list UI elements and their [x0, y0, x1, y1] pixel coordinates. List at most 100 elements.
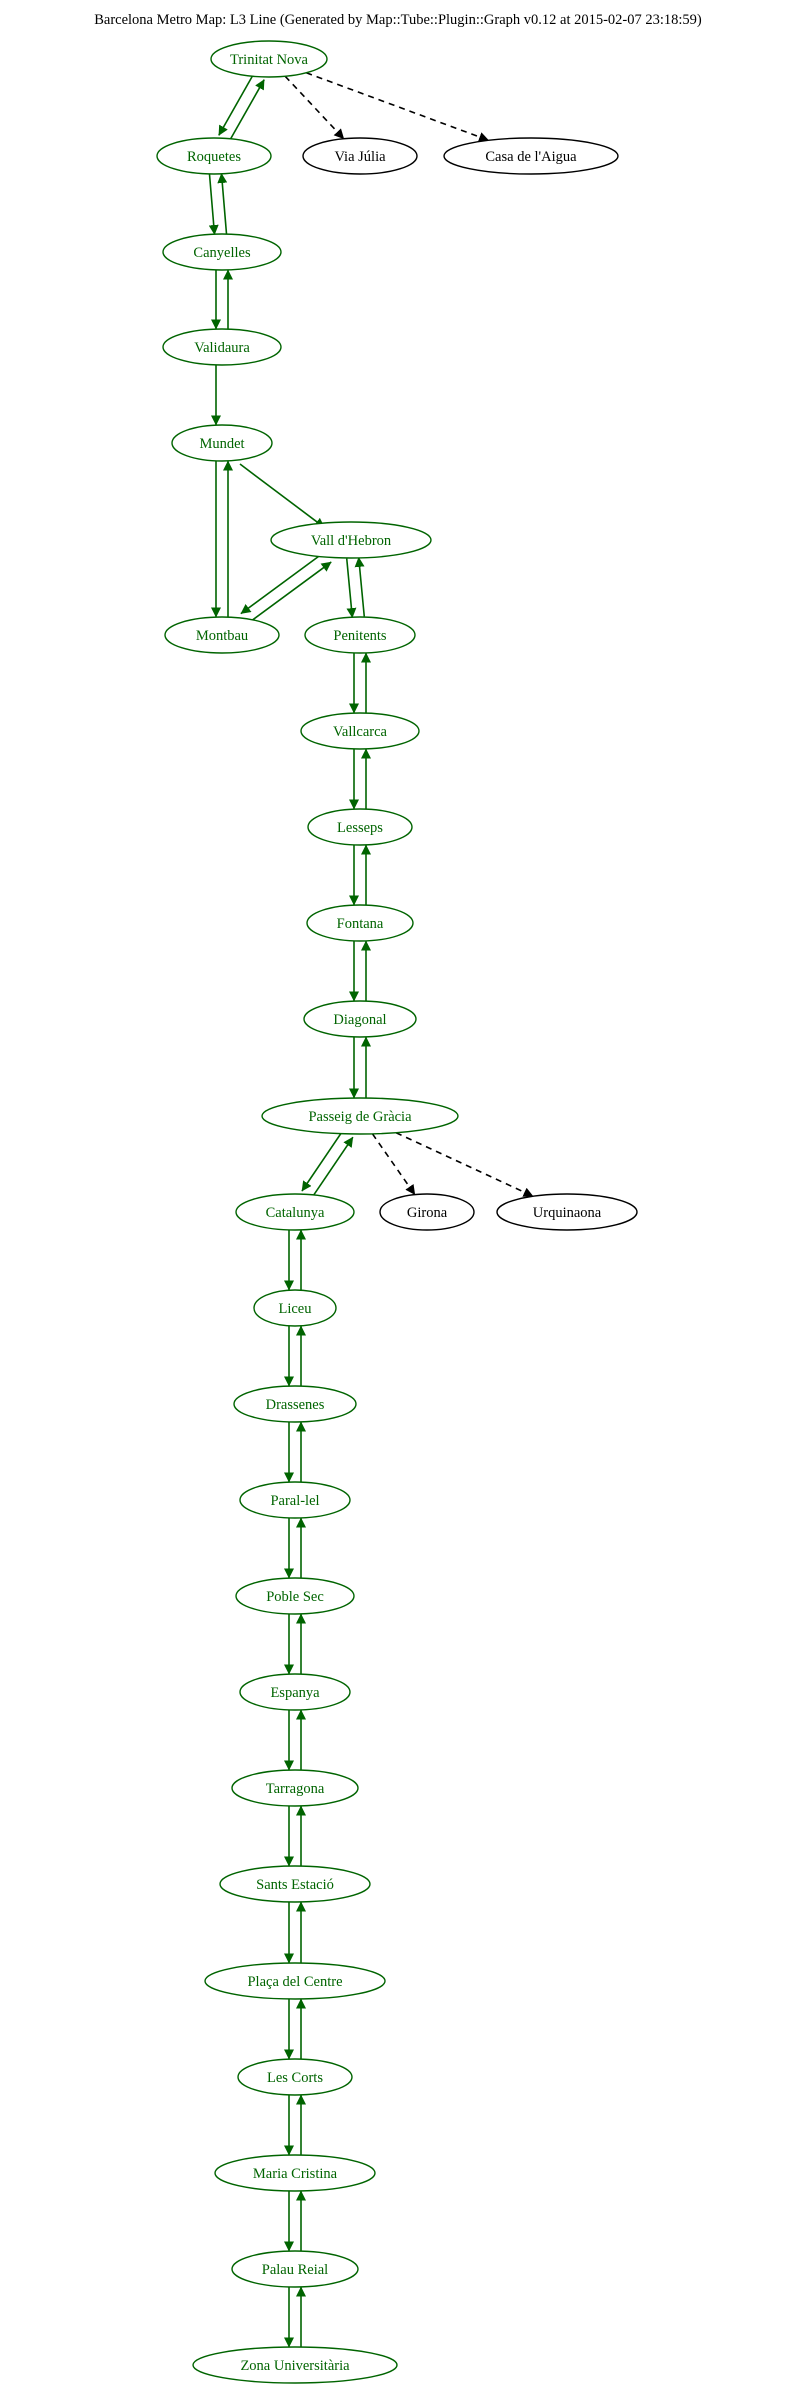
- edge-mundet-to-vall_hebron: [239, 463, 325, 529]
- station-node-diagonal: Diagonal: [303, 1000, 417, 1038]
- station-label: Urquinaona: [533, 1205, 602, 1221]
- station-ellipse: [253, 1289, 337, 1327]
- station-node-palau_reial: Palau Reial: [231, 2250, 359, 2288]
- station-ellipse: [210, 40, 328, 78]
- station-label: Penitents: [333, 628, 387, 644]
- edge-passeig_gracia-to-catalunya: [301, 1130, 344, 1192]
- station-ellipse: [204, 1962, 386, 2000]
- station-ellipse: [307, 808, 413, 846]
- station-label: Poble Sec: [266, 1589, 324, 1605]
- edge-passeig_gracia-to-girona: [371, 1133, 416, 1196]
- station-ellipse: [162, 328, 282, 366]
- station-node-mundet: Mundet: [171, 424, 273, 462]
- station-label: Espanya: [270, 1685, 320, 1701]
- station-label: Vallcarca: [333, 724, 387, 740]
- station-ellipse: [171, 424, 273, 462]
- station-node-zona_universitaria: Zona Universitària: [192, 2346, 398, 2384]
- station-label: Drassenes: [266, 1397, 325, 1413]
- station-node-drassenes: Drassenes: [233, 1385, 357, 1423]
- station-ellipse: [239, 1673, 351, 1711]
- station-label: Mundet: [199, 436, 244, 452]
- station-node-placa_centre: Plaça del Centre: [204, 1962, 386, 2000]
- station-label: Palau Reial: [262, 2262, 328, 2278]
- station-label: Tarragona: [266, 1781, 325, 1797]
- station-ellipse: [302, 137, 418, 175]
- station-label: Trinitat Nova: [230, 52, 309, 68]
- station-label: Roquetes: [187, 149, 241, 165]
- station-ellipse: [235, 1193, 355, 1231]
- station-node-tarragona: Tarragona: [231, 1769, 359, 1807]
- station-label: Validaura: [194, 340, 250, 356]
- edge-vall_hebron-to-penitents: [345, 558, 357, 619]
- station-label: Sants Estació: [256, 1877, 334, 1893]
- station-node-les_corts: Les Corts: [237, 2058, 353, 2096]
- station-ellipse: [304, 616, 416, 654]
- station-node-validaura: Validaura: [162, 328, 282, 366]
- station-node-urquinaona: Urquinaona: [496, 1193, 638, 1231]
- station-label: Les Corts: [267, 2070, 323, 2086]
- station-label: Zona Universitària: [240, 2358, 350, 2374]
- station-node-espanya: Espanya: [239, 1673, 351, 1711]
- station-label: Fontana: [337, 916, 384, 932]
- edge-roquetes-to-trinitat_nova: [228, 79, 265, 142]
- edge-trinitat_nova-to-casa_aigua: [305, 72, 490, 142]
- station-ellipse: [303, 1000, 417, 1038]
- edge-penitents-to-vall_hebron: [354, 556, 366, 617]
- station-label: Lesseps: [337, 820, 383, 836]
- station-ellipse: [164, 616, 280, 654]
- station-label: Paral-lel: [270, 1493, 319, 1509]
- station-ellipse: [496, 1193, 638, 1231]
- edge-catalunya-to-passeig_gracia: [311, 1136, 354, 1199]
- station-node-via_julia: Via Júlia: [302, 137, 418, 175]
- station-node-paral_lel: Paral-lel: [239, 1481, 351, 1519]
- station-label: Maria Cristina: [253, 2166, 338, 2182]
- edge-canyelles-to-roquetes: [217, 172, 228, 234]
- station-node-casa_aigua: Casa de l'Aigua: [443, 137, 619, 175]
- station-node-canyelles: Canyelles: [162, 233, 282, 271]
- edge-montbau-to-vall_hebron: [247, 561, 332, 624]
- station-node-trinitat_nova: Trinitat Nova: [210, 40, 328, 78]
- station-node-poble_sec: Poble Sec: [235, 1577, 355, 1615]
- station-label: Via Júlia: [334, 149, 386, 165]
- station-node-liceu: Liceu: [253, 1289, 337, 1327]
- station-node-lesseps: Lesseps: [307, 808, 413, 846]
- station-ellipse: [156, 137, 272, 175]
- station-label: Passeig de Gràcia: [308, 1109, 412, 1125]
- station-ellipse: [237, 2058, 353, 2096]
- station-label: Canyelles: [193, 245, 251, 261]
- edge-trinitat_nova-to-via_julia: [284, 75, 345, 140]
- station-label: Girona: [407, 1205, 448, 1221]
- edge-passeig_gracia-to-urquinaona: [395, 1132, 534, 1197]
- station-ellipse: [270, 521, 432, 559]
- station-label: Plaça del Centre: [247, 1974, 342, 1990]
- station-node-fontana: Fontana: [306, 904, 414, 942]
- station-node-vallcarca: Vallcarca: [300, 712, 420, 750]
- station-ellipse: [231, 1769, 359, 1807]
- station-ellipse: [214, 2154, 376, 2192]
- station-ellipse: [162, 233, 282, 271]
- station-node-girona: Girona: [379, 1193, 475, 1231]
- station-ellipse: [379, 1193, 475, 1231]
- station-ellipse: [219, 1865, 371, 1903]
- station-node-vall_hebron: Vall d'Hebron: [270, 521, 432, 559]
- station-ellipse: [261, 1097, 459, 1135]
- station-label: Casa de l'Aigua: [485, 149, 577, 165]
- station-ellipse: [306, 904, 414, 942]
- station-node-catalunya: Catalunya: [235, 1193, 355, 1231]
- station-ellipse: [443, 137, 619, 175]
- map-title: Barcelona Metro Map: L3 Line (Generated …: [94, 12, 702, 28]
- station-node-roquetes: Roquetes: [156, 137, 272, 175]
- station-node-maria_cristina: Maria Cristina: [214, 2154, 376, 2192]
- station-node-penitents: Penitents: [304, 616, 416, 654]
- station-label: Diagonal: [333, 1012, 386, 1028]
- station-ellipse: [233, 1385, 357, 1423]
- edge-roquetes-to-canyelles: [208, 174, 219, 236]
- station-ellipse: [192, 2346, 398, 2384]
- station-ellipse: [235, 1577, 355, 1615]
- station-label: Vall d'Hebron: [311, 533, 392, 549]
- station-node-passeig_gracia: Passeig de Gràcia: [261, 1097, 459, 1135]
- station-label: Liceu: [278, 1301, 311, 1317]
- edge-vall_hebron-to-montbau: [240, 551, 325, 615]
- station-ellipse: [239, 1481, 351, 1519]
